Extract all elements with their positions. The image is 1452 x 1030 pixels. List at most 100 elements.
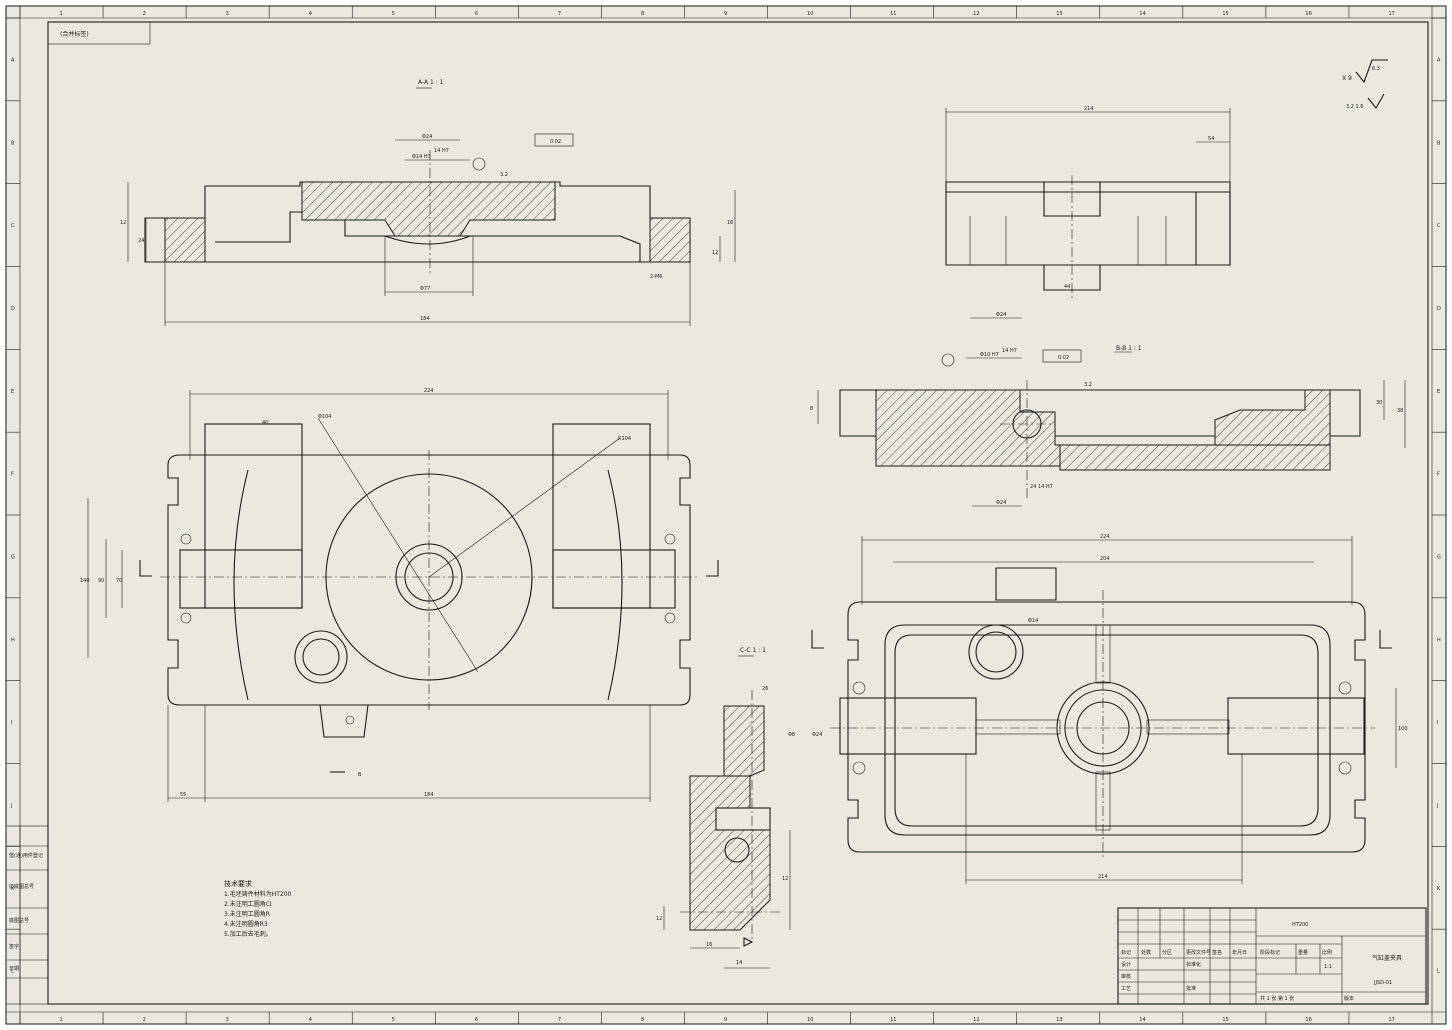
top-dim-140: 140 — [80, 578, 90, 584]
tb-weight: 重量 — [1298, 949, 1308, 956]
bottom-view: 224 204 Φ14 214 100 — [811, 534, 1408, 884]
detail-label: C-C 1 : 1 — [740, 647, 766, 654]
zone-label-top: 16 — [1305, 11, 1311, 17]
tb-std: 标准化 — [1186, 961, 1201, 968]
tb-scale-label: 比例 — [1322, 949, 1332, 956]
zone-label-left: F — [11, 472, 14, 478]
section-b-view: B-B 1 : 1 Φ24 14 H7 Φ10 H7 0.02 3.2 38 3… — [810, 312, 1406, 507]
zone-label-top: 8 — [641, 11, 644, 17]
zone-label-top: 5 — [392, 11, 395, 17]
top-dim-224: 224 — [424, 388, 434, 394]
secb-dim-14h7: 14 H7 — [1002, 348, 1017, 354]
zone-label-left: K — [11, 886, 15, 892]
top-dim-40: 40 — [262, 420, 268, 426]
zone-label-bottom: 14 — [1139, 1017, 1145, 1023]
zone-label-right: B — [1437, 140, 1441, 146]
zone-label-top: 15 — [1222, 11, 1228, 17]
front-dim-14h7: 14 H7 — [434, 148, 449, 154]
top-section-mark: B — [358, 772, 362, 778]
front-dim-phi14h7: Φ14 H7 — [412, 154, 431, 160]
tb-sheet: 共 1 张 第 1 张 — [1260, 995, 1294, 1002]
zone-label-top: 1 — [60, 11, 63, 17]
zone-label-bottom: 15 — [1222, 1017, 1228, 1023]
top-dim-90: 90 — [98, 578, 104, 584]
bottom-dim-224: 224 — [1100, 534, 1110, 540]
detail-dim-phi24: Φ24 — [812, 732, 822, 738]
surface-mark-0: X 9 — [1342, 75, 1352, 82]
bottom-dim-100: 100 — [1398, 726, 1408, 732]
tb-role-review: 审核 — [1121, 973, 1131, 980]
zone-label-bottom: 5 — [392, 1017, 395, 1023]
zone-label-right: E — [1437, 389, 1440, 395]
zone-label-top: 10 — [807, 11, 813, 17]
zone-label-right: L — [1437, 969, 1440, 975]
detail-dim-14: 14 — [736, 960, 742, 966]
zone-label-bottom: 10 — [807, 1017, 813, 1023]
bottom-dim-phi14: Φ14 — [1028, 618, 1038, 624]
corner-label-box: (合并标签) — [47, 21, 151, 45]
zone-label-right: J — [1436, 803, 1438, 809]
tb-row-label-2: 分区 — [1162, 949, 1172, 956]
left-strip-label-1: 旧底图总号 — [9, 883, 34, 890]
zone-label-bottom: 17 — [1388, 1017, 1394, 1023]
top-dim-phi104: Φ104 — [318, 414, 331, 420]
technical-notes: 技术要求 1.毛坯铸件材料为HT200 2.未注明工圆角CI 3.未注明工圆角R… — [224, 879, 292, 938]
inner-frame — [47, 21, 1429, 1005]
tb-role-design: 设计 — [1121, 961, 1131, 968]
front-dim-16: 16 — [727, 220, 733, 226]
note-3: 3.未注明工圆角R — [224, 910, 270, 918]
zone-label-top: 14 — [1139, 11, 1145, 17]
zone-label-bottom: 7 — [558, 1017, 561, 1023]
zone-label-bottom: 9 — [724, 1017, 727, 1023]
zone-label-right: F — [1437, 472, 1440, 478]
note-4: 4.未注明圆角R3 — [224, 920, 268, 928]
tb-row-label-5: 年月日 — [1232, 949, 1247, 956]
section-b-label: B-B 1 : 1 — [1116, 345, 1142, 352]
zone-label-left: D — [11, 306, 15, 312]
tb-approve: 批准 — [1186, 985, 1196, 992]
front-roughness: 3.2 — [500, 172, 508, 178]
zone-label-bottom: 3 — [226, 1017, 229, 1023]
left-strip-label-3: 签字 — [9, 943, 19, 950]
note-2: 2.未注明工圆角CI — [224, 900, 272, 908]
left-strip-label-0: 借(通)用件登记 — [9, 852, 43, 859]
title-block: HT200 标记 处数 分区 更改文件号 签名 年月日 设计 审核 工艺 标准化… — [1117, 907, 1427, 1005]
zone-label-bottom: 1 — [60, 1017, 63, 1023]
zone-label-top: 3 — [226, 11, 229, 17]
section-a-label: A-A 1 : 1 — [418, 79, 444, 86]
zone-label-top: 11 — [890, 11, 896, 17]
surface-mark-2: 3.2 1.6 — [1346, 104, 1364, 110]
tb-version: 版本 — [1344, 995, 1354, 1002]
side-dim-54: 54 — [1208, 136, 1214, 142]
zone-label-left: G — [11, 554, 15, 560]
tb-row-label-4: 签名 — [1212, 949, 1222, 956]
front-dim-24: 24 — [138, 238, 144, 244]
zone-label-top: 9 — [724, 11, 727, 17]
left-strip-label-2: 底图总号 — [9, 917, 29, 924]
bottom-dim-214: 214 — [1098, 874, 1108, 880]
left-strip: 借(通)用件登记 旧底图总号 底图总号 签字 日期 — [5, 825, 49, 1005]
top-view: Φ104 R104 224 40 184 55 140 90 70 B — [80, 388, 719, 802]
secb-dim-38: 38 — [1397, 408, 1403, 414]
side-view: 214 54 44 — [945, 106, 1231, 298]
zone-label-right: I — [1437, 720, 1438, 726]
zone-label-bottom: 4 — [309, 1017, 312, 1023]
tb-part-name: 气缸盖夹具 — [1372, 954, 1402, 962]
zone-label-left: I — [11, 720, 12, 726]
top-dim-70: 70 — [116, 578, 122, 584]
zone-label-left: E — [11, 389, 14, 395]
detail-dim-16: 16 — [706, 942, 712, 948]
notes-title: 技术要求 — [224, 879, 252, 888]
corner-label: (合并标签) — [60, 30, 89, 38]
zone-label-bottom: 2 — [143, 1017, 146, 1023]
top-dim-184: 184 — [424, 792, 434, 798]
zone-label-top: 12 — [973, 11, 979, 17]
secb-tolerance: 0.02 — [1058, 355, 1069, 361]
tb-role-process: 工艺 — [1121, 986, 1131, 992]
tb-material: HT200 — [1292, 922, 1308, 928]
zone-label-top: 6 — [475, 11, 478, 17]
left-strip-label-4: 日期 — [9, 966, 19, 972]
zone-label-bottom: 12 — [973, 1017, 979, 1023]
front-tolerance: 0.02 — [550, 139, 561, 145]
